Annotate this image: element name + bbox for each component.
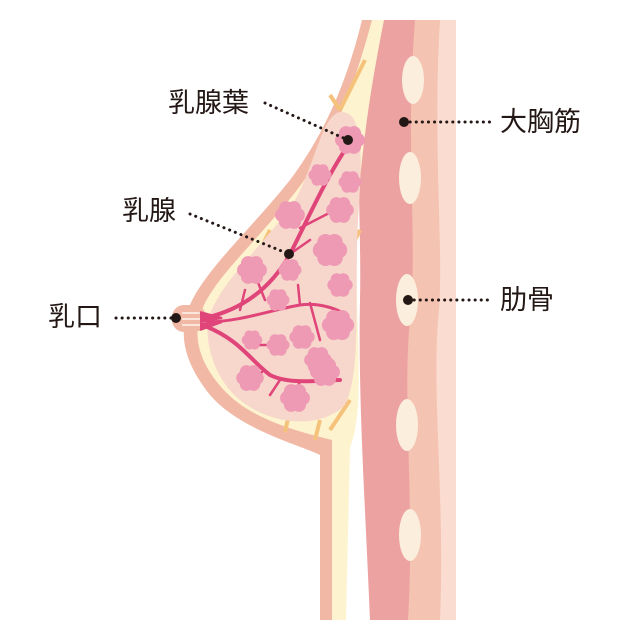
lobule — [266, 334, 290, 356]
lobule — [321, 310, 355, 340]
leader-lines — [114, 101, 494, 320]
pointer-dots — [171, 117, 413, 323]
lobule — [289, 325, 315, 349]
lobule — [338, 171, 362, 193]
lobule — [310, 358, 340, 386]
lobule — [278, 259, 302, 281]
label-pectoralis-major: 大胸筋 — [500, 107, 581, 138]
label-nipple-opening: 乳口 — [48, 302, 102, 333]
lobule — [308, 164, 332, 186]
lobule — [237, 256, 267, 284]
lobule — [326, 197, 354, 223]
lobule — [327, 273, 353, 297]
nipple — [172, 305, 223, 332]
lobule — [280, 384, 310, 412]
lobule — [312, 233, 348, 267]
lobule — [266, 289, 290, 311]
gland-lobules — [236, 126, 365, 412]
ribs — [396, 56, 424, 561]
lobule — [236, 365, 264, 391]
label-ribs: 肋骨 — [500, 285, 554, 316]
lobule — [241, 330, 263, 350]
label-gland: 乳腺 — [122, 196, 176, 227]
label-lobe: 乳腺葉 — [168, 88, 249, 119]
lobule — [275, 201, 305, 229]
